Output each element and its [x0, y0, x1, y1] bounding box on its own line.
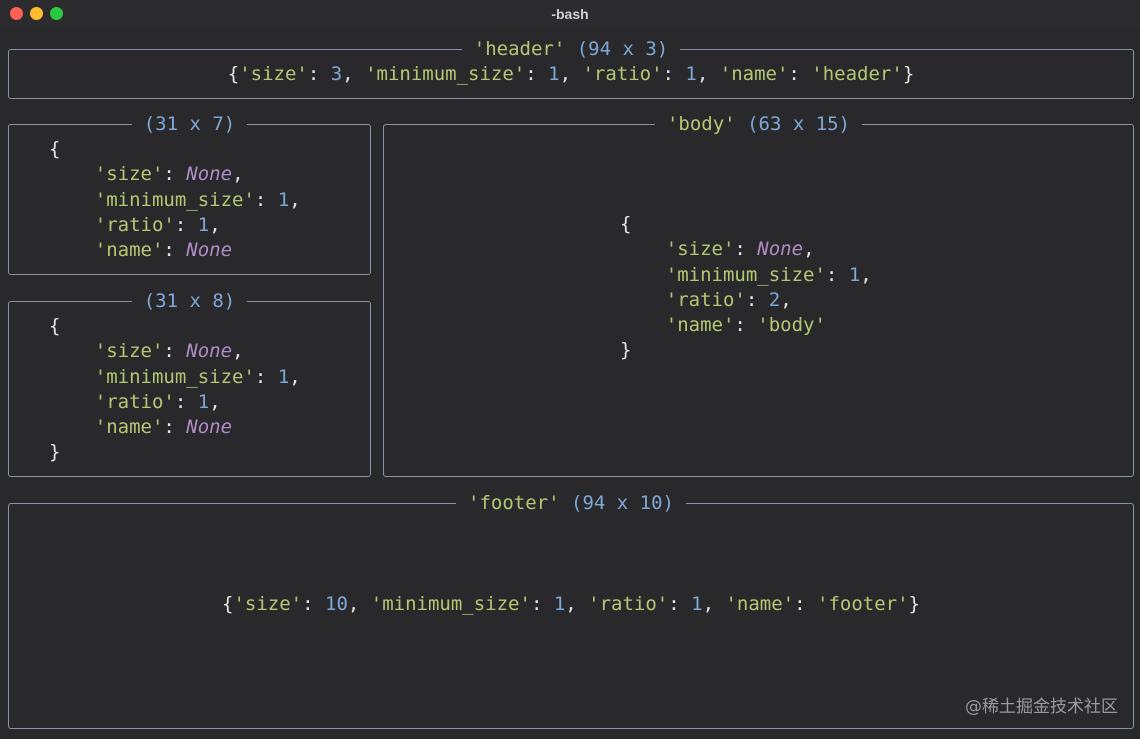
left-top-panel-title: (31 x 7)	[9, 112, 370, 136]
minimum-size-key: 'minimum_size'	[370, 593, 531, 615]
panel-dimensions: (31 x 7)	[143, 113, 236, 135]
minimum-size-value: 1	[548, 63, 560, 85]
ratio-value: 1	[197, 213, 210, 236]
body-panel-content: { 'size': None, 'minimum_size': 1, 'rati…	[620, 213, 872, 362]
minimum-size-value: 1	[277, 188, 290, 211]
size-value: 3	[330, 63, 343, 85]
ratio-key: 'ratio'	[588, 593, 669, 615]
name-value: None	[186, 416, 233, 439]
name-value: 'footer'	[817, 593, 909, 615]
panel-dimensions: (31 x 8)	[143, 290, 236, 312]
left-top-panel-content: { 'size': None, 'minimum_size': 1, 'rati…	[49, 138, 301, 262]
name-key: 'name'	[94, 416, 164, 439]
footer-panel: 'footer' (94 x 10) {'size': 10, 'minimum…	[8, 492, 1134, 729]
size-key: 'size'	[665, 238, 735, 261]
left-bottom-panel: (31 x 8) { 'size': None, 'minimum_size':…	[8, 290, 371, 477]
ratio-key: 'ratio'	[94, 390, 175, 413]
ratio-value: 2	[768, 288, 781, 311]
size-value: 10	[325, 593, 348, 615]
name-key: 'name'	[94, 239, 164, 262]
minimum-size-key: 'minimum_size'	[94, 365, 255, 388]
minimum-size-key: 'minimum_size'	[665, 263, 826, 286]
minimum-size-value: 1	[848, 263, 861, 286]
ratio-key: 'ratio'	[665, 288, 746, 311]
size-key: 'size'	[94, 163, 164, 186]
window-title: -bash	[551, 6, 589, 22]
ratio-key: 'ratio'	[94, 213, 175, 236]
name-key: 'name'	[665, 314, 735, 337]
minimum-size-key: 'minimum_size'	[94, 188, 255, 211]
panel-name: 'footer'	[468, 492, 560, 514]
size-value: None	[186, 163, 233, 186]
minimum-size-value: 1	[277, 365, 290, 388]
name-value: None	[186, 239, 233, 262]
minimum-size-value: 1	[553, 593, 566, 615]
panel-dimensions: (94 x 10)	[571, 492, 674, 514]
panel-name: 'header'	[473, 38, 566, 60]
name-key: 'name'	[719, 63, 789, 85]
panel-dimensions: (94 x 3)	[576, 38, 669, 60]
ratio-value: 1	[685, 63, 697, 85]
close-window-button[interactable]	[10, 7, 23, 20]
watermark: @稀土掘金技术社区	[965, 697, 1118, 717]
name-value: 'header'	[811, 63, 903, 85]
left-top-panel: (31 x 7) { 'size': None, 'minimum_size':…	[8, 113, 371, 275]
footer-panel-title: 'footer' (94 x 10)	[9, 491, 1133, 515]
title-bar: -bash	[0, 0, 1140, 28]
maximize-window-button[interactable]	[50, 7, 63, 20]
size-value: None	[757, 238, 804, 261]
size-value: None	[186, 340, 233, 363]
name-key: 'name'	[725, 593, 795, 615]
header-panel-title: 'header' (94 x 3)	[9, 37, 1133, 61]
size-key: 'size'	[94, 340, 164, 363]
ratio-key: 'ratio'	[582, 63, 663, 85]
header-panel: 'header' (94 x 3) {'size': 3, 'minimum_s…	[8, 38, 1134, 99]
body-panel-title: 'body' (63 x 15)	[384, 112, 1133, 136]
size-key: 'size'	[239, 63, 308, 85]
minimum-size-key: 'minimum_size'	[365, 63, 526, 85]
body-panel: 'body' (63 x 15) { 'size': None, 'minimu…	[383, 113, 1134, 477]
ratio-value: 1	[197, 390, 210, 413]
name-value: 'body'	[757, 314, 826, 337]
panel-name: 'body'	[666, 113, 736, 135]
ratio-value: 1	[691, 593, 703, 615]
footer-panel-content: {'size': 10, 'minimum_size': 1, 'ratio':…	[222, 593, 920, 615]
left-bottom-panel-content: { 'size': None, 'minimum_size': 1, 'rati…	[49, 315, 301, 464]
panel-dimensions: (63 x 15)	[747, 113, 851, 135]
size-key: 'size'	[233, 593, 303, 615]
left-bottom-panel-title: (31 x 8)	[9, 289, 370, 313]
minimize-window-button[interactable]	[30, 7, 43, 20]
header-panel-content: {'size': 3, 'minimum_size': 1, 'ratio': …	[227, 63, 915, 85]
